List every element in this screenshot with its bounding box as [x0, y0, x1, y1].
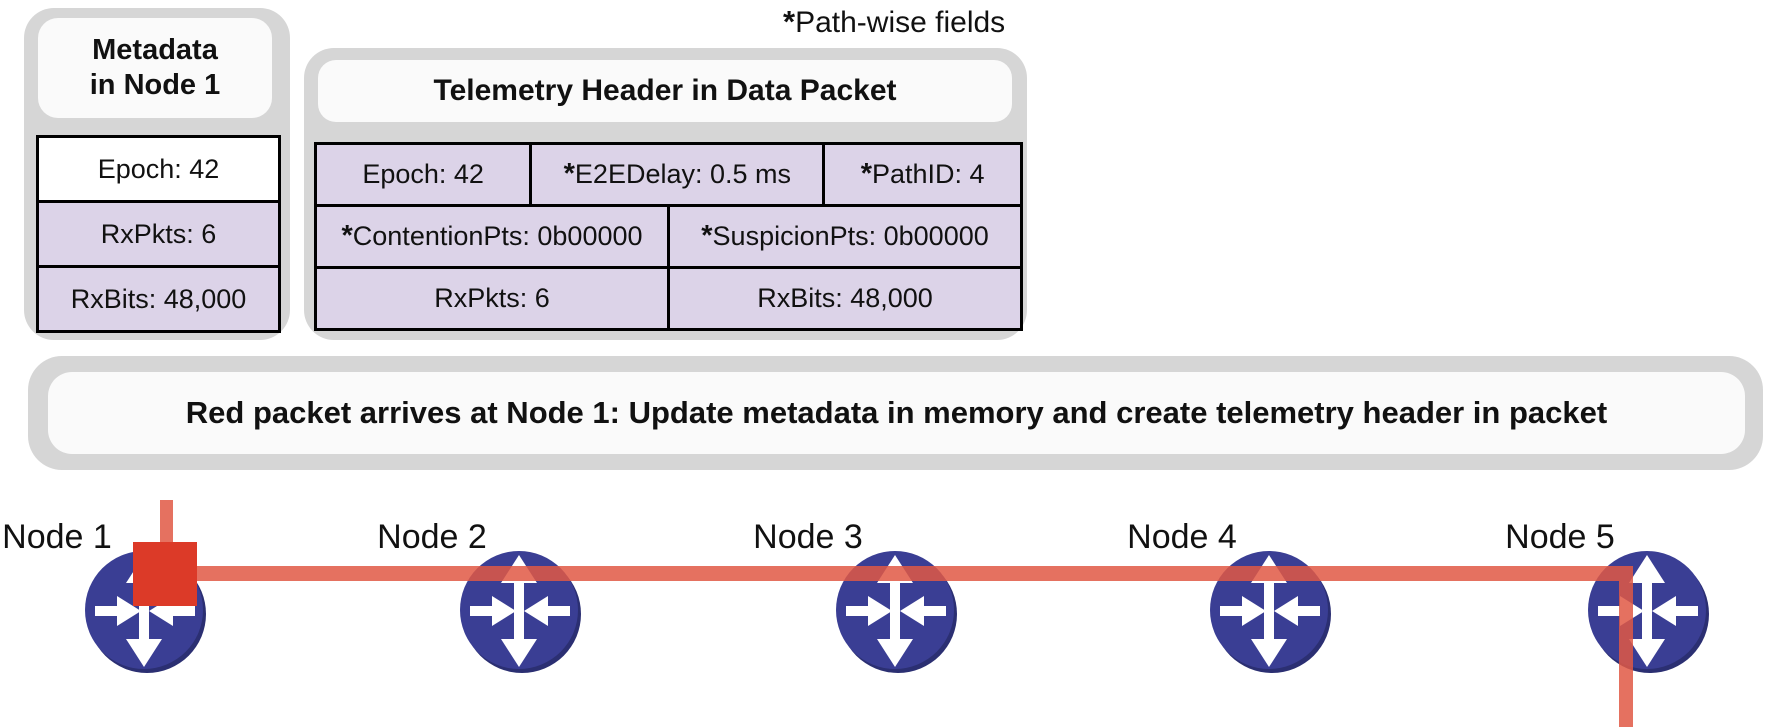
pathwise-note-text: Path-wise fields	[795, 6, 1006, 39]
telemetry-cell-rxpkts: RxPkts: 6	[317, 269, 670, 331]
event-banner-text-box: Red packet arrives at Node 1: Update met…	[48, 372, 1745, 454]
node-2-label: Node 2	[377, 518, 487, 556]
metadata-title-line1: Metadata	[92, 33, 218, 66]
incoming-link-stub	[160, 500, 173, 546]
telemetry-row-2: *ContentionPts: 0b00000 *SuspicionPts: 0…	[317, 207, 1023, 269]
cell-text: RxBits: 48,000	[70, 283, 247, 314]
cell-text: SuspicionPts: 0b00000	[712, 221, 989, 251]
node-4-label: Node 4	[1127, 518, 1237, 556]
asterisk: *	[701, 220, 713, 252]
metadata-table: Epoch: 42 RxPkts: 6 RxBits: 48,000	[36, 135, 281, 333]
telemetry-cell-suspicionpts: *SuspicionPts: 0b00000	[670, 207, 1023, 269]
telemetry-cell-epoch: Epoch: 42	[317, 145, 533, 207]
cell-text: RxPkts: 6	[100, 218, 217, 249]
cell-text: RxBits: 48,000	[757, 283, 933, 313]
cell-text: Epoch: 42	[362, 159, 484, 189]
metadata-panel: Metadata in Node 1 Epoch: 42 RxPkts: 6 R…	[24, 8, 290, 340]
metadata-row-rxbits: RxBits: 48,000	[39, 268, 281, 333]
metadata-row-epoch: Epoch: 42	[39, 138, 281, 203]
path-link-horizontal	[197, 566, 1619, 581]
metadata-panel-title-text: Metadata in Node 1	[90, 33, 221, 104]
metadata-row-rxpkts: RxPkts: 6	[39, 203, 281, 268]
path-link-vertical-exit	[1619, 566, 1633, 727]
asterisk: *	[783, 4, 796, 39]
node-5-label: Node 5	[1505, 518, 1615, 556]
node-1-label: Node 1	[2, 518, 112, 556]
telemetry-title-text: Telemetry Header in Data Packet	[433, 74, 897, 107]
cell-text: E2EDelay: 0.5 ms	[574, 159, 792, 189]
red-packet	[133, 542, 197, 606]
metadata-panel-title: Metadata in Node 1	[38, 18, 272, 118]
asterisk: *	[341, 220, 353, 252]
asterisk: *	[563, 158, 575, 190]
cell-text: PathID: 4	[872, 159, 985, 189]
event-banner-text: Red packet arrives at Node 1: Update met…	[185, 395, 1608, 430]
telemetry-cell-pathid: *PathID: 4	[825, 145, 1023, 207]
cell-text: ContentionPts: 0b00000	[352, 221, 643, 251]
cell-text: Epoch: 42	[97, 153, 220, 184]
telemetry-panel: Telemetry Header in Data Packet Epoch: 4…	[304, 48, 1027, 340]
telemetry-row-3: RxPkts: 6 RxBits: 48,000	[317, 269, 1023, 331]
asterisk: *	[860, 158, 873, 190]
node-3-label: Node 3	[753, 518, 863, 556]
cell-text: RxPkts: 6	[434, 283, 550, 313]
telemetry-cell-contentionpts: *ContentionPts: 0b00000	[317, 207, 670, 269]
telemetry-table: Epoch: 42 *E2EDelay: 0.5 ms *PathID: 4 *…	[314, 142, 1023, 331]
telemetry-panel-title: Telemetry Header in Data Packet	[318, 60, 1012, 122]
pathwise-fields-note: *Path-wise fields	[783, 4, 1005, 40]
telemetry-cell-rxbits: RxBits: 48,000	[670, 269, 1023, 331]
telemetry-cell-e2edelay: *E2EDelay: 0.5 ms	[532, 145, 826, 207]
event-banner: Red packet arrives at Node 1: Update met…	[28, 356, 1763, 470]
telemetry-row-1: Epoch: 42 *E2EDelay: 0.5 ms *PathID: 4	[317, 145, 1023, 207]
metadata-title-line2: in Node 1	[89, 69, 221, 101]
